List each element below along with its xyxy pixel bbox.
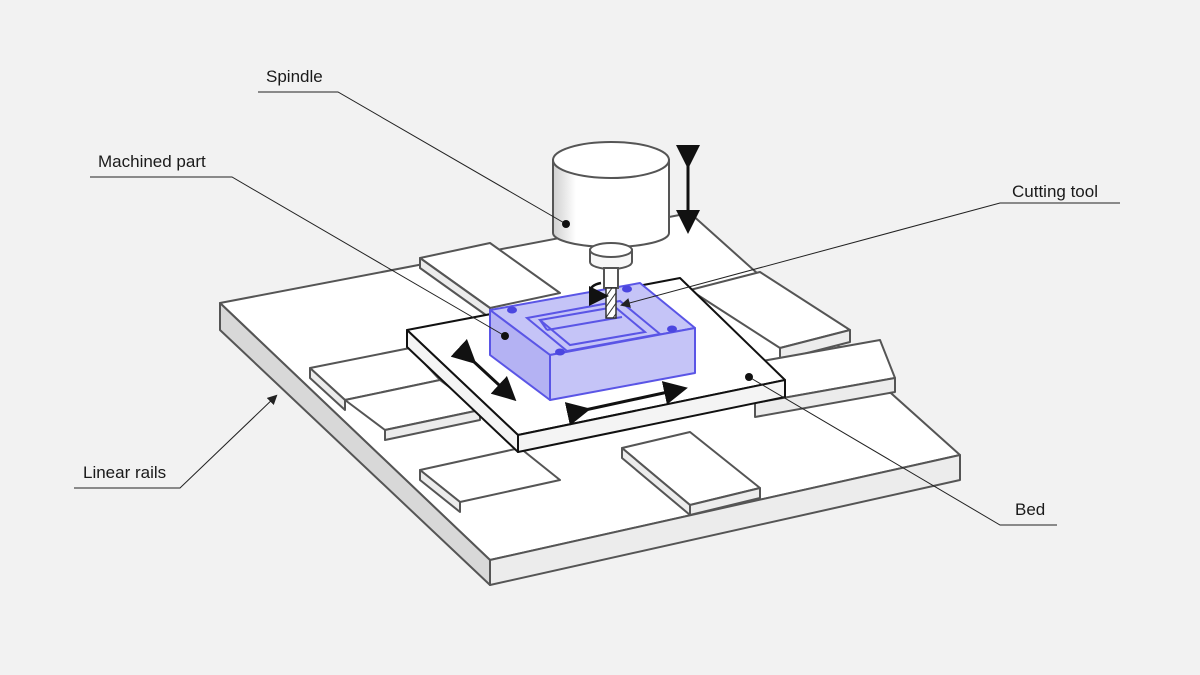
- rotation-arrow-icon: [588, 281, 609, 306]
- label-spindle: Spindle: [266, 67, 323, 86]
- rail-front-center-side2: [689, 487, 761, 516]
- y-axis-arrow: [450, 338, 517, 402]
- tool-holder: [603, 267, 619, 289]
- label-bed: Bed: [1015, 500, 1046, 519]
- base-front-right: [489, 454, 961, 586]
- spindle-top: [552, 141, 670, 179]
- rails-group: [309, 242, 896, 516]
- leader-dot: [501, 332, 509, 340]
- leader-lines: [74, 91, 1120, 526]
- leader-spindle: [258, 91, 567, 225]
- rail-front-left-side: [419, 469, 461, 513]
- part-hole: [622, 285, 632, 293]
- label-linear-rails: Linear rails: [83, 463, 167, 482]
- label-cutting-tool: Cutting tool: [1012, 182, 1098, 201]
- leader-dot: [745, 373, 753, 381]
- tool-flutes: [605, 287, 617, 319]
- rail-right-side: [779, 329, 851, 361]
- leader-dot: [562, 220, 570, 228]
- part-hole: [507, 306, 517, 314]
- cutting-tool: [588, 281, 617, 319]
- part-hole: [555, 348, 565, 356]
- rail-left2-side: [384, 409, 481, 441]
- leader-bed: [748, 376, 1057, 526]
- part-pocket-inner: [537, 305, 648, 347]
- label-machined-part: Machined part: [98, 152, 206, 171]
- rail-right2-side: [754, 377, 896, 418]
- spindle: [552, 141, 670, 289]
- x-axis-arrow: [564, 381, 688, 426]
- leader-machined-part: [90, 176, 506, 337]
- rail-left1-side: [309, 367, 346, 411]
- leader-cutting-tool: [620, 202, 1120, 308]
- part-hole: [667, 325, 677, 333]
- part-pocket-outer: [524, 299, 663, 353]
- bed-motion-arrows: [450, 338, 688, 426]
- leader-linear-rails: [74, 394, 278, 489]
